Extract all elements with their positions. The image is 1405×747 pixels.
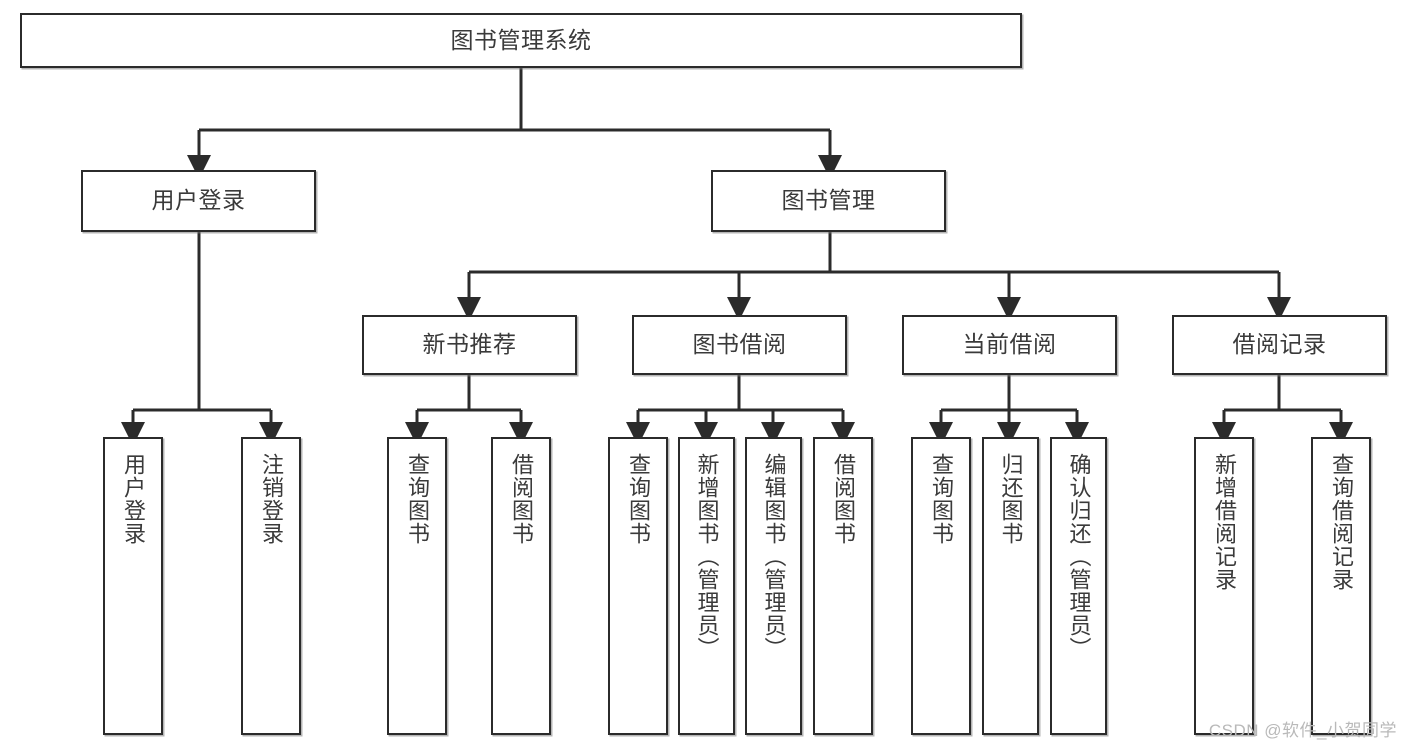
- leaf-records-add-label: 新增借阅记录: [1212, 453, 1237, 591]
- leaf-borrow-borrow-book[interactable]: 借阅图书: [813, 437, 873, 735]
- node-root-label: 图书管理系统: [450, 26, 592, 53]
- leaf-borrow-borrow-book-label: 借阅图书: [831, 453, 856, 545]
- leaf-current-confirm-return[interactable]: 确认归还（管理员）: [1050, 437, 1107, 735]
- leaf-records-query[interactable]: 查询借阅记录: [1311, 437, 1371, 735]
- leaf-records-add[interactable]: 新增借阅记录: [1194, 437, 1254, 735]
- node-user-login[interactable]: 用户登录: [81, 170, 316, 232]
- leaf-user-login-login-label: 用户登录: [121, 453, 146, 545]
- leaf-current-query-label: 查询图书: [929, 453, 954, 545]
- leaf-borrow-edit-book-label: 编辑图书（管理员）: [761, 453, 787, 660]
- leaf-new-book-query-label: 查询图书: [405, 453, 430, 545]
- node-new-book-recommend[interactable]: 新书推荐: [362, 315, 577, 375]
- leaf-current-query[interactable]: 查询图书: [911, 437, 971, 735]
- node-borrow-records-label: 借阅记录: [1232, 331, 1327, 358]
- leaf-user-login-logout-label: 注销登录: [259, 453, 284, 545]
- leaf-user-login-logout[interactable]: 注销登录: [241, 437, 301, 735]
- node-root[interactable]: 图书管理系统: [20, 13, 1022, 68]
- node-book-management[interactable]: 图书管理: [711, 170, 946, 232]
- leaf-borrow-query[interactable]: 查询图书: [608, 437, 668, 735]
- leaf-new-book-query[interactable]: 查询图书: [387, 437, 447, 735]
- leaf-new-book-borrow-label: 借阅图书: [509, 453, 534, 545]
- node-new-book-recommend-label: 新书推荐: [422, 331, 517, 358]
- leaf-current-confirm-return-label: 确认归还（管理员）: [1066, 453, 1092, 660]
- node-user-login-label: 用户登录: [151, 187, 246, 214]
- leaf-borrow-add-book[interactable]: 新增图书（管理员）: [678, 437, 735, 735]
- leaf-current-return-label: 归还图书: [998, 453, 1024, 545]
- leaf-new-book-borrow[interactable]: 借阅图书: [491, 437, 551, 735]
- leaf-borrow-query-label: 查询图书: [626, 453, 651, 545]
- leaf-borrow-edit-book[interactable]: 编辑图书（管理员）: [745, 437, 802, 735]
- node-current-borrow[interactable]: 当前借阅: [902, 315, 1117, 375]
- node-book-management-label: 图书管理: [781, 187, 876, 214]
- csdn-watermark: CSDN @软件_小贺同学: [1208, 721, 1397, 740]
- node-book-borrow[interactable]: 图书借阅: [632, 315, 847, 375]
- node-current-borrow-label: 当前借阅: [962, 331, 1057, 358]
- node-book-borrow-label: 图书借阅: [692, 331, 787, 358]
- leaf-borrow-add-book-label: 新增图书（管理员）: [694, 453, 720, 660]
- leaf-records-query-label: 查询借阅记录: [1329, 453, 1354, 591]
- node-borrow-records[interactable]: 借阅记录: [1172, 315, 1387, 375]
- leaf-current-return[interactable]: 归还图书: [982, 437, 1039, 735]
- leaf-user-login-login[interactable]: 用户登录: [103, 437, 163, 735]
